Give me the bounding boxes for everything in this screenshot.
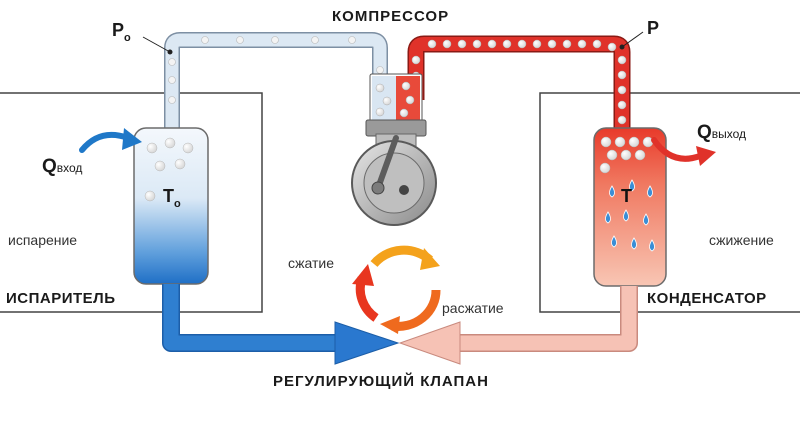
heat-in-symbol: Q	[42, 156, 57, 177]
compressor-label: КОМПРЕССОР	[332, 8, 450, 25]
condenser-room-frame	[539, 92, 800, 313]
suction-pressure-label: Po	[112, 20, 131, 44]
heat-in-subscript: вход	[56, 161, 83, 175]
evaporating-temperature-symbol: T	[163, 186, 174, 206]
suction-pipe-bubbles	[168, 36, 384, 104]
heat-out-arrow	[651, 137, 716, 166]
condensing-temperature-label: T	[621, 186, 632, 206]
evaporating-temperature-label: To	[163, 186, 181, 210]
expansion-label: расжатие	[442, 300, 504, 316]
heat-in-label: Qвход	[42, 156, 82, 178]
cycle-arrows	[352, 245, 441, 334]
evaporating-temperature-subscript: o	[174, 198, 181, 210]
suction-pipe	[164, 32, 388, 130]
evaporator-vessel	[133, 127, 209, 285]
suction-pressure-subscript: o	[124, 32, 131, 44]
heat-out-symbol: Q	[697, 122, 712, 143]
valve-label: РЕГУЛИРУЮЩИЙ КЛАПАН	[273, 373, 489, 390]
suction-pressure-symbol: P	[112, 20, 125, 40]
condenser-liquid-arrow	[398, 286, 638, 365]
heat-out-label: Qвыход	[697, 122, 746, 144]
evaporation-label: испарение	[8, 232, 78, 248]
condenser-vessel	[593, 127, 667, 287]
heat-out-subscript: выход	[711, 127, 747, 141]
heat-in-arrow	[79, 128, 142, 153]
discharge-pressure-label: P	[647, 18, 660, 38]
discharge-pipe-bubbles	[411, 39, 627, 125]
compression-label: сжатие	[288, 255, 335, 271]
pressure-leaders	[142, 31, 644, 55]
compressor	[351, 73, 437, 226]
evaporator-room-frame	[0, 92, 263, 313]
condensation-label: сжижение	[709, 232, 774, 248]
evaporator-liquid-arrow	[162, 284, 400, 365]
evaporator-label: ИСПАРИТЕЛЬ	[6, 290, 116, 307]
condenser-label: КОНДЕНСАТОР	[647, 290, 767, 307]
discharge-pipe	[407, 35, 631, 132]
